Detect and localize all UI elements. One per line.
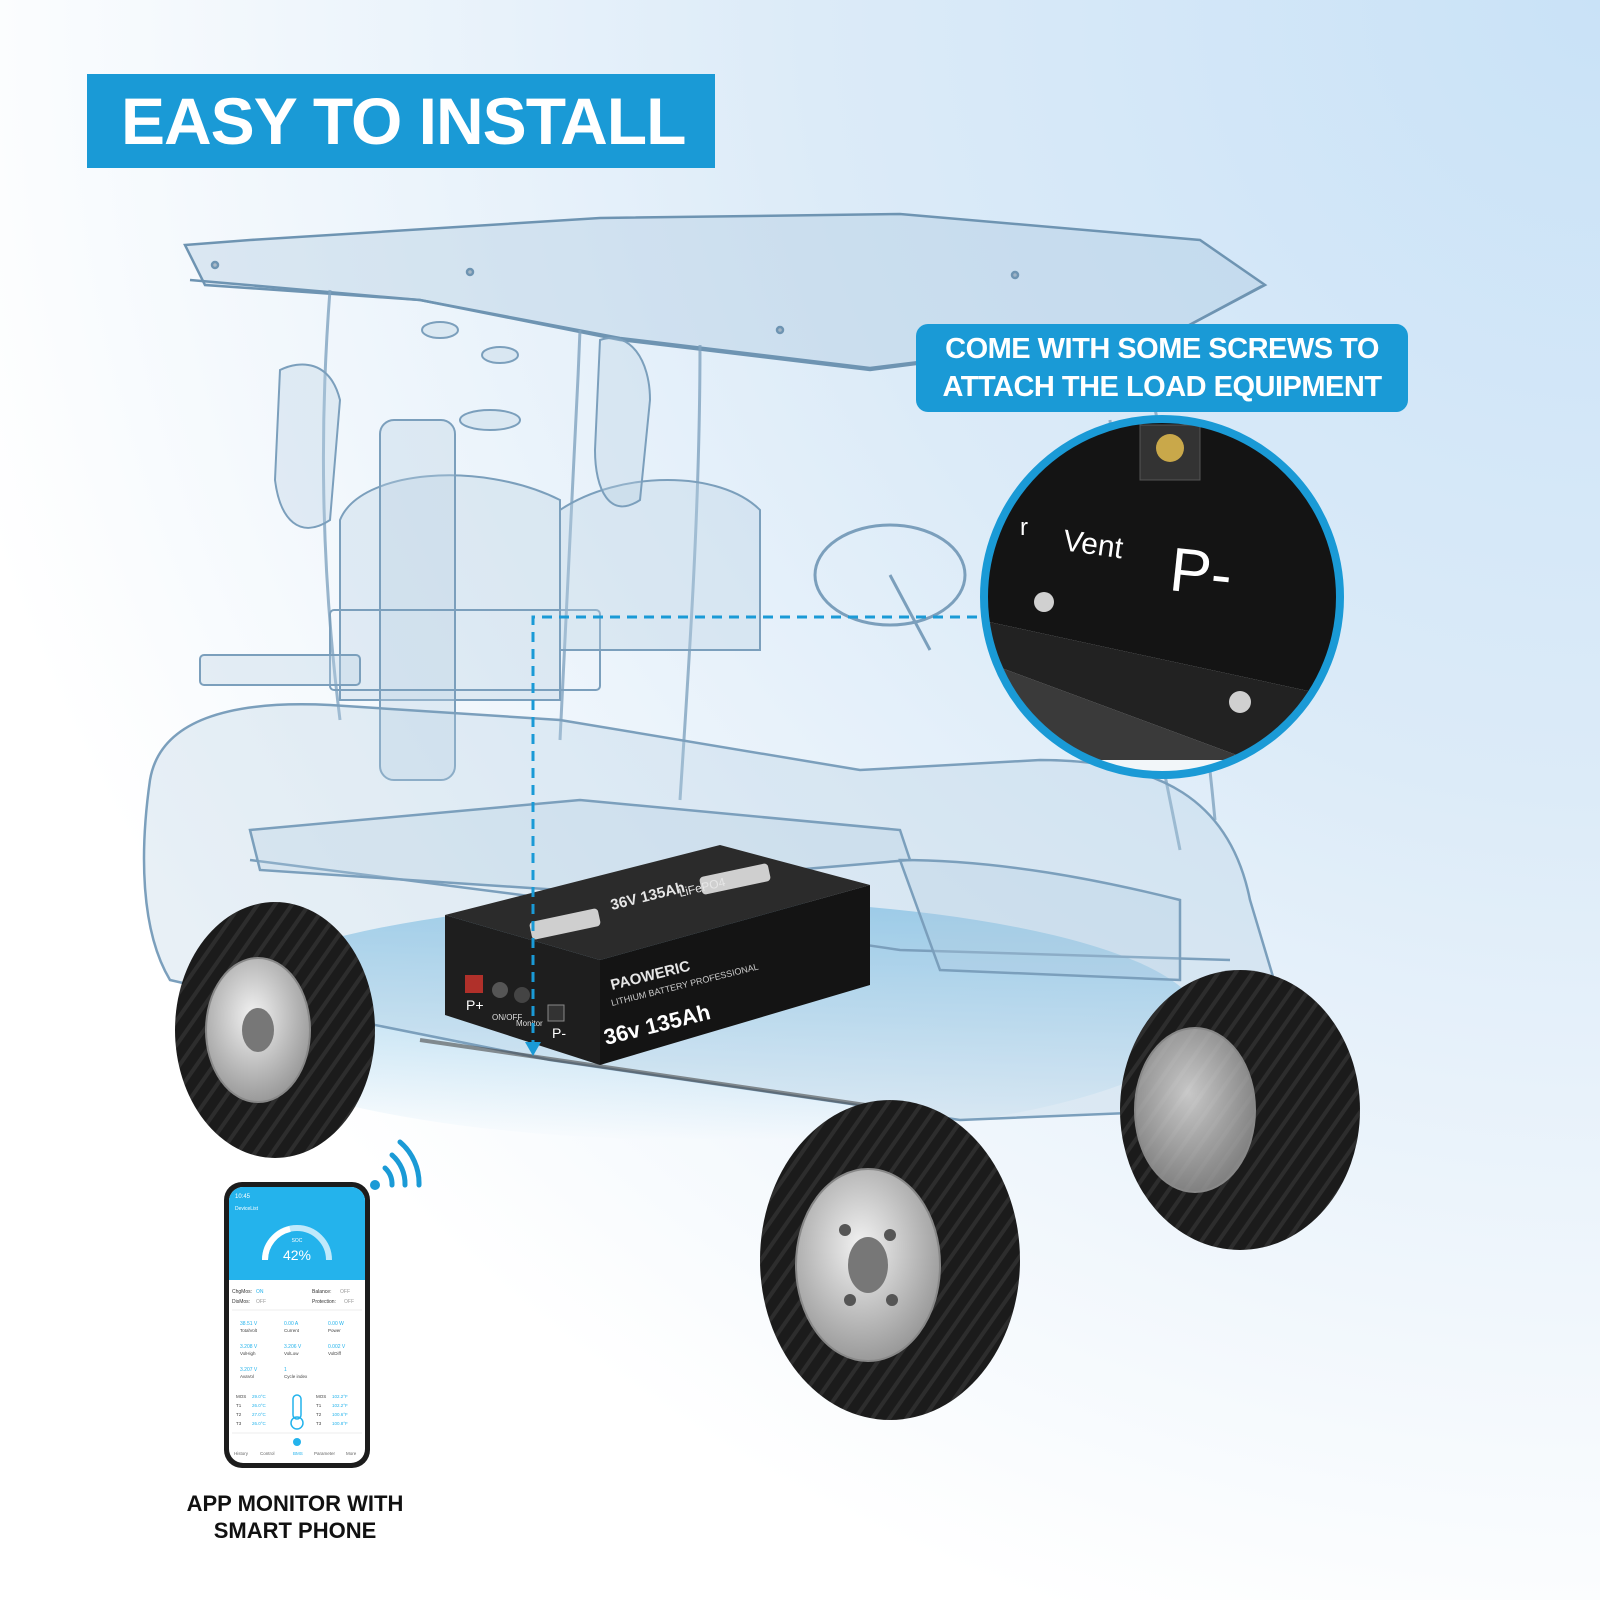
stat-label: VolLow	[284, 1351, 299, 1356]
rear-left-wheel	[175, 902, 375, 1158]
dis-value: OFF	[256, 1299, 266, 1305]
dis-label: DisMos:	[232, 1299, 250, 1305]
temp-label: T3	[236, 1421, 242, 1426]
battery-neg-terminal: P-	[552, 1025, 566, 1041]
stat-label: AvaVol	[240, 1374, 254, 1379]
stat-value: 3.207 V	[240, 1367, 258, 1373]
tab-parameter[interactable]: Parameter	[314, 1451, 336, 1456]
temp-label: T1	[316, 1403, 322, 1408]
temp-value: 29.0°C	[252, 1394, 267, 1399]
stat-label: Current	[284, 1328, 300, 1333]
tab-bar: History Control BMS Parameter More	[234, 1451, 357, 1456]
temp-label: T1	[236, 1403, 242, 1408]
steering-wheel	[813, 523, 967, 651]
smartphone: 10:45 DeviceList SOC 42% ChgMos: ON DisM…	[224, 1182, 370, 1468]
chg-value: ON	[256, 1289, 264, 1295]
phone-time: 10:45	[235, 1194, 251, 1200]
connector-arrow	[525, 1042, 541, 1056]
callout-line-2: ATTACH THE LOAD EQUIPMENT	[942, 371, 1382, 403]
temp-value: 100.6°F	[332, 1412, 348, 1417]
soc-label: SOC	[292, 1238, 303, 1244]
temp-label: T2	[316, 1412, 322, 1417]
tab-control[interactable]: Control	[260, 1451, 275, 1456]
stat-value: 0.00 A	[284, 1321, 299, 1327]
temps-left: MOS 29.0°C T1 26.0°C T2 27.0°C T3 26.0°C	[236, 1394, 267, 1426]
bal-label: Balance:	[312, 1289, 331, 1295]
temps-right: MOS 102.2°F T1 102.2°F T2 100.6°F T3 100…	[316, 1394, 348, 1426]
temp-value: 26.0°C	[252, 1403, 267, 1408]
prot-value: OFF	[344, 1299, 354, 1305]
stat-label: TotalVolt	[240, 1328, 258, 1333]
temp-value: 102.2°F	[332, 1394, 348, 1399]
phone-caption-line-1: APP MONITOR WITH	[186, 1491, 404, 1516]
thermometer-icon	[290, 1394, 304, 1430]
stat-label: Cycle index	[284, 1374, 308, 1379]
temp-value: 100.8°F	[332, 1421, 348, 1426]
tab-history[interactable]: History	[234, 1451, 249, 1456]
battery-pos-terminal: P+	[466, 997, 484, 1013]
prot-label: Protection:	[312, 1299, 336, 1305]
phone-device-list: DeviceList	[235, 1206, 259, 1212]
stat-value: 1	[284, 1367, 287, 1373]
temp-label: MOS	[236, 1394, 246, 1399]
wireless-signal-icon	[370, 1139, 422, 1190]
battery-pack	[445, 845, 870, 1065]
front-right-wheel	[1120, 970, 1360, 1250]
stat-value: 0.00 W	[328, 1321, 344, 1327]
soc-gauge-fill	[262, 1226, 291, 1261]
zoom-label-partial: r	[1020, 514, 1028, 541]
temp-value: 26.0°C	[252, 1421, 267, 1426]
stat-value: 3.206 V	[284, 1344, 302, 1350]
soc-value: 42%	[283, 1247, 311, 1263]
stat-label: Power	[328, 1328, 341, 1333]
phone-caption: APP MONITOR WITH SMART PHONE	[160, 1490, 430, 1544]
headline: EASY TO INSTALL	[87, 74, 715, 168]
stat-value: 3.208 V	[240, 1344, 258, 1350]
bal-value: OFF	[340, 1289, 350, 1295]
tab-more[interactable]: More	[346, 1451, 357, 1456]
stats-grid: 38.51 V TotalVolt 0.00 A Current 0.00 W …	[240, 1321, 346, 1379]
callout-line-1: COME WITH SOME SCREWS TO	[945, 333, 1379, 365]
tab-bms[interactable]: BMS	[293, 1451, 303, 1456]
callout-connector	[531, 615, 992, 1050]
chg-label: ChgMos:	[232, 1289, 252, 1295]
temp-value: 27.0°C	[252, 1412, 267, 1417]
stat-value: 0.002 V	[328, 1344, 346, 1350]
temp-value: 102.2°F	[332, 1403, 348, 1408]
temp-label: T3	[316, 1421, 322, 1426]
stat-value: 38.51 V	[240, 1321, 258, 1327]
cart-seat	[199, 321, 761, 781]
temp-label: T2	[236, 1412, 242, 1417]
callout-box: COME WITH SOME SCREWS TO ATTACH THE LOAD…	[916, 324, 1408, 412]
bms-tab-icon[interactable]	[293, 1438, 301, 1446]
temp-label: MOS	[316, 1394, 326, 1399]
phone-caption-line-2: SMART PHONE	[213, 1518, 377, 1543]
stat-label: VolHigh	[240, 1351, 256, 1356]
zoom-inset	[980, 415, 1344, 779]
zoom-label-terminal: P-	[1167, 535, 1236, 610]
stat-label: VolDiff	[328, 1351, 342, 1356]
battery-monitor-label: Monitor	[516, 1019, 543, 1028]
front-left-wheel	[760, 1100, 1020, 1420]
battery-switch-label: ON/OFF	[492, 1013, 522, 1022]
